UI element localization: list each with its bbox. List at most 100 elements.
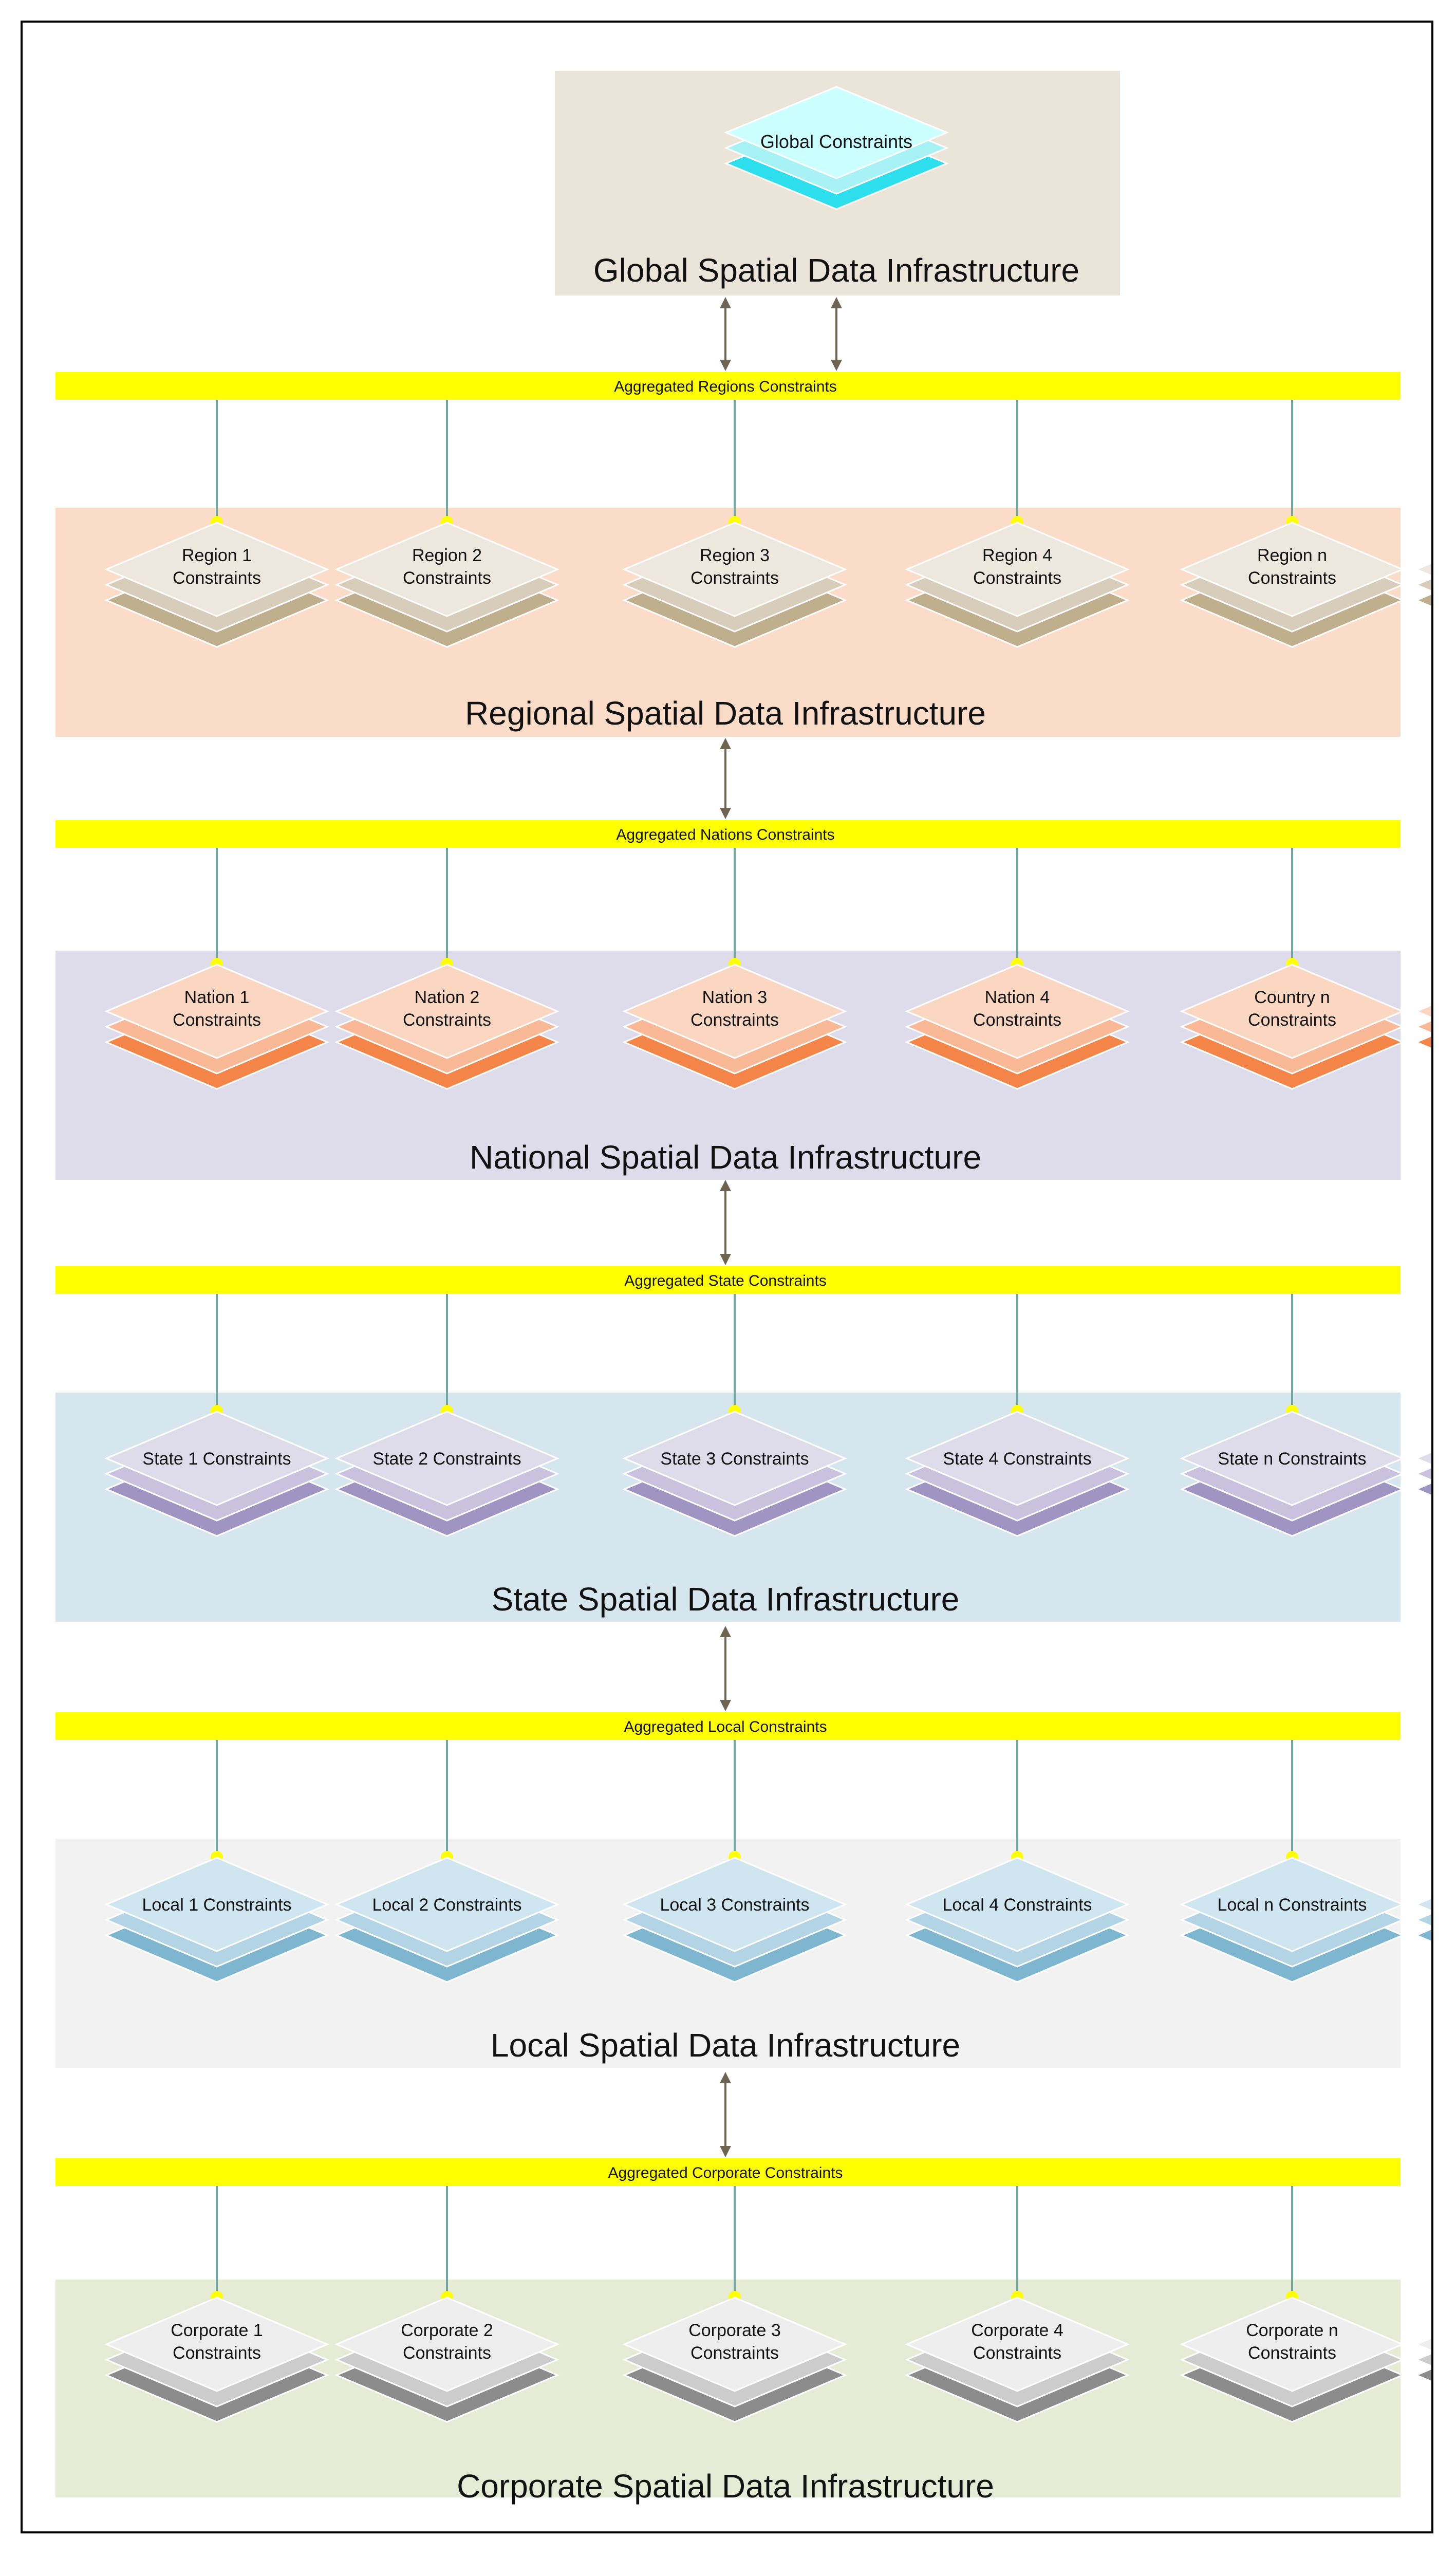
corporate-aggregation-bus (55, 2158, 1401, 2186)
regional-sdi-title: Regional Spatial Data Infrastructure (465, 695, 986, 732)
regional-bus-label: Aggregated Regions Constraints (614, 378, 837, 395)
local-sdi-title: Local Spatial Data Infrastructure (491, 2027, 960, 2064)
node-middle-layer (1414, 2353, 1431, 2367)
node-label-line1: Corporate 4 (971, 2321, 1063, 2340)
node-label-line1: Region 4 (982, 546, 1052, 565)
node-label: Local 4 Constraints (942, 1895, 1092, 1915)
node-top-layer (1180, 2297, 1405, 2392)
local-node-4: Local 4 Constraints (905, 1857, 1130, 1983)
node-top-layer (1180, 522, 1405, 617)
state-node-1: State 1 Constraints (104, 1411, 329, 1537)
global-arrow (831, 297, 842, 371)
node-label-line1: Nation 1 (184, 988, 250, 1007)
corporate-node-4: Corporate 4 Constraints (905, 2297, 1130, 2423)
node-label-line1: Region n (1257, 546, 1327, 565)
arrow-head-down (720, 360, 731, 371)
national-node-3: Nation 3 Constraints (622, 964, 847, 1090)
regional-node-partial (1414, 562, 1431, 607)
node-label-line1: Corporate 2 (401, 2321, 493, 2340)
national-node-1: Nation 1 Constraints (104, 964, 329, 1090)
node-top-layer (104, 522, 329, 617)
node-top-layer (104, 964, 329, 1059)
state-bus-label: Aggregated State Constraints (624, 1272, 827, 1289)
node-label-line1: Nation 2 (415, 988, 480, 1007)
node-top-layer (104, 2297, 329, 2392)
state-node-4: State 4 Constraints (905, 1411, 1130, 1537)
node-top-layer (104, 1411, 329, 1506)
local-node-partial (1414, 1897, 1431, 1942)
node-label-line1: Nation 3 (702, 988, 768, 1007)
node-top-layer (334, 964, 559, 1059)
node-top-layer (905, 964, 1130, 1059)
node-top-layer (1414, 1451, 1431, 1466)
arrow-head-up (720, 297, 731, 308)
node-top-layer (905, 2297, 1130, 2392)
national-sdi-title: National Spatial Data Infrastructure (470, 1139, 981, 1176)
local-node-3: Local 3 Constraints (622, 1857, 847, 1983)
national-node-partial (1414, 1004, 1431, 1049)
national-node-2: Nation 2 Constraints (334, 964, 559, 1090)
node-label-line2: Constraints (690, 1010, 779, 1030)
state-sdi-title: State Spatial Data Infrastructure (492, 1581, 960, 1618)
node-label: State 2 Constraints (372, 1449, 521, 1469)
regional-aggregation-bus (55, 372, 1401, 400)
state-aggregation-bus (55, 1266, 1401, 1294)
arrow-head-down (831, 360, 842, 371)
node-label: Local n Constraints (1217, 1895, 1367, 1915)
corporate-level: Aggregated Corporate ConstraintsCorporat… (55, 2072, 1431, 2505)
node-top-layer (1414, 1897, 1431, 1912)
node-base-layer (1414, 1928, 1431, 1942)
node-label-line1: Corporate 1 (171, 2321, 263, 2340)
arrow-head-up (720, 2072, 731, 2083)
node-label-line1: Region 3 (700, 546, 770, 565)
node-label: Local 1 Constraints (142, 1895, 291, 1915)
node-top-layer (905, 1411, 1130, 1506)
state-node-2: State 2 Constraints (334, 1411, 559, 1537)
node-label-line2: Constraints (1248, 1010, 1336, 1030)
local-node-2: Local 2 Constraints (334, 1857, 559, 1983)
node-top-layer (1180, 964, 1405, 1059)
arrow-head-up (720, 1626, 731, 1637)
node-top-layer (622, 964, 847, 1059)
node-top-layer (622, 2297, 847, 2392)
local-node-1: Local 1 Constraints (104, 1857, 329, 1983)
arrow-head-up (720, 1180, 731, 1191)
node-base-layer (1414, 1482, 1431, 1496)
node-top-layer (1180, 1411, 1405, 1506)
node-label-line2: Constraints (1248, 2343, 1336, 2363)
node-label-line2: Constraints (690, 2343, 779, 2363)
node-label-line1: Country n (1254, 988, 1330, 1007)
node-base-layer (1414, 2368, 1431, 2382)
local-aggregation-bus (55, 1712, 1401, 1740)
node-label-line2: Constraints (1248, 568, 1336, 588)
node-label-line2: Constraints (973, 2343, 1061, 2363)
node-top-layer (1180, 1857, 1405, 1952)
arrow-head-down (720, 808, 731, 819)
node-top-layer (622, 1411, 847, 1506)
national-node-5: Country n Constraints (1180, 964, 1405, 1090)
national-aggregation-bus (55, 820, 1401, 848)
global-constraints-label: Global Constraints (760, 131, 912, 152)
node-label-line2: Constraints (173, 1010, 261, 1030)
node-top-layer (334, 522, 559, 617)
arrow-head-up (720, 738, 731, 749)
node-top-layer (1414, 562, 1431, 577)
node-top-layer (334, 2297, 559, 2392)
node-label: State n Constraints (1218, 1449, 1366, 1469)
arrow-head-up (831, 297, 842, 308)
node-label: State 3 Constraints (660, 1449, 809, 1469)
node-middle-layer (1414, 578, 1431, 592)
node-label-line2: Constraints (403, 1010, 491, 1030)
arrow-head-down (720, 2146, 731, 2157)
